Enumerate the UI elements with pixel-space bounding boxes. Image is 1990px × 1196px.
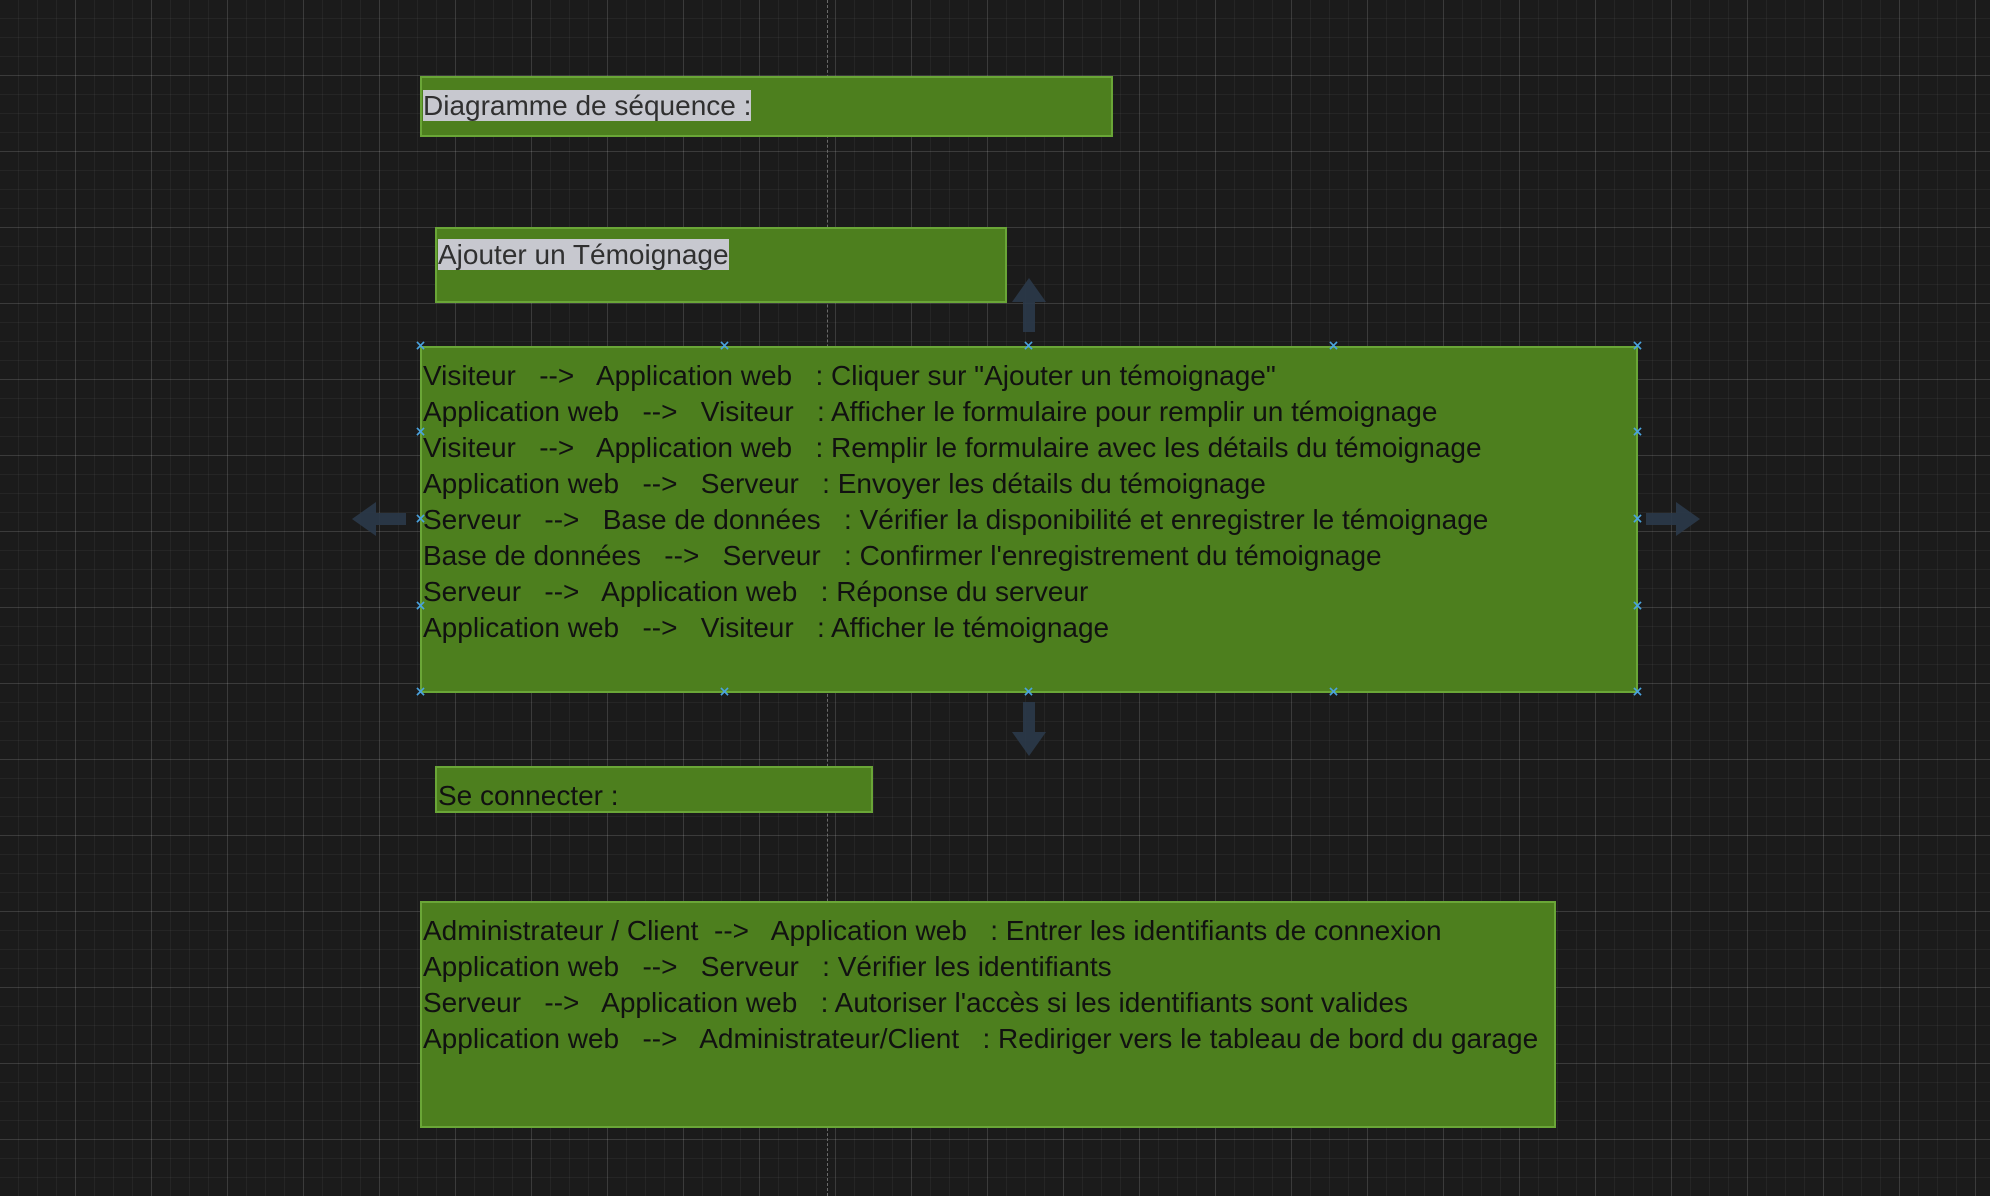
x-handle-icon[interactable]: ×	[718, 338, 731, 354]
sequence-testimonial-shape[interactable]: Visiteur --> Application web : Cliquer s…	[420, 346, 1638, 693]
x-handle-icon[interactable]: ×	[1022, 338, 1035, 354]
arrow-down-icon[interactable]	[1011, 702, 1047, 756]
sequence-line: Application web --> Visiteur : Afficher …	[423, 396, 1438, 427]
subtitle-shape[interactable]: Ajouter un Témoignage	[435, 227, 1007, 303]
sequence-line: Base de données --> Serveur : Confirmer …	[423, 540, 1382, 571]
arrow-right-icon[interactable]	[1646, 501, 1700, 537]
x-handle-icon[interactable]: ×	[1327, 338, 1340, 354]
subtitle-text: Ajouter un Témoignage	[438, 239, 729, 270]
sequence-line: Visiteur --> Application web : Cliquer s…	[423, 360, 1276, 391]
x-handle-icon[interactable]: ×	[1631, 511, 1644, 527]
sequence-line: Application web --> Visiteur : Afficher …	[423, 612, 1110, 643]
x-handle-icon[interactable]: ×	[414, 598, 427, 614]
sequence-line: Serveur --> Application web : Réponse du…	[423, 576, 1089, 607]
arrow-up-icon[interactable]	[1011, 278, 1047, 332]
sequence-line: Application web --> Serveur : Envoyer le…	[423, 468, 1266, 499]
login-title-text: Se connecter :	[438, 780, 619, 811]
x-handle-icon[interactable]: ×	[414, 511, 427, 527]
title-shape[interactable]: Diagramme de séquence :	[420, 76, 1113, 137]
x-handle-icon[interactable]: ×	[1022, 684, 1035, 700]
login-title-shape[interactable]: Se connecter :	[435, 766, 873, 813]
sequence-line: Serveur --> Application web : Autoriser …	[423, 987, 1409, 1018]
sequence-line: Application web --> Serveur : Vérifier l…	[423, 951, 1112, 982]
x-handle-icon[interactable]: ×	[1327, 684, 1340, 700]
x-handle-icon[interactable]: ×	[414, 684, 427, 700]
sequence-line: Visiteur --> Application web : Remplir l…	[423, 432, 1482, 463]
x-handle-icon[interactable]: ×	[718, 684, 731, 700]
x-handle-icon[interactable]: ×	[414, 424, 427, 440]
sequence-line: Serveur --> Base de données : Vérifier l…	[423, 504, 1489, 535]
x-handle-icon[interactable]: ×	[1631, 684, 1644, 700]
x-handle-icon[interactable]: ×	[1631, 338, 1644, 354]
sequence-line: Administrateur / Client --> Application …	[423, 915, 1442, 946]
sequence-login-shape[interactable]: Administrateur / Client --> Application …	[420, 901, 1556, 1128]
x-handle-icon[interactable]: ×	[414, 338, 427, 354]
x-handle-icon[interactable]: ×	[1631, 598, 1644, 614]
title-text: Diagramme de séquence :	[423, 90, 752, 121]
x-handle-icon[interactable]: ×	[1631, 424, 1644, 440]
arrow-left-icon[interactable]	[352, 501, 406, 537]
sequence-line: Application web --> Administrateur/Clien…	[423, 1023, 1539, 1054]
